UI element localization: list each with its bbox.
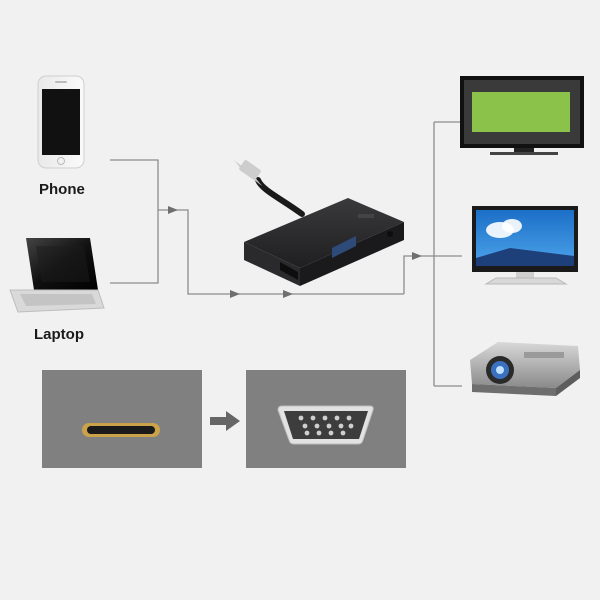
laptop-label: Laptop (34, 326, 84, 343)
laptop-line (110, 210, 159, 284)
monitor-icon (472, 206, 578, 285)
vga-port-icon (277, 405, 374, 445)
flow-arrow-icon (230, 290, 240, 298)
usb-c-port-icon (82, 423, 160, 437)
projector-icon (470, 342, 580, 396)
flow-arrow-icon (283, 290, 293, 298)
vga-port-panel (246, 370, 406, 468)
usb-c-port-panel (42, 370, 202, 468)
laptop-icon (9, 238, 105, 313)
arrow-right-icon (210, 411, 240, 431)
tv-icon (460, 76, 584, 155)
flow-arrows (168, 206, 422, 298)
flow-arrow-icon (412, 252, 422, 260)
flow-arrow-icon (168, 206, 178, 214)
output-bus-line (403, 255, 434, 294)
phone-icon (37, 75, 85, 169)
phone-label: Phone (39, 181, 85, 198)
phone-line (110, 159, 159, 210)
usb-c-adapter-icon (234, 160, 404, 286)
